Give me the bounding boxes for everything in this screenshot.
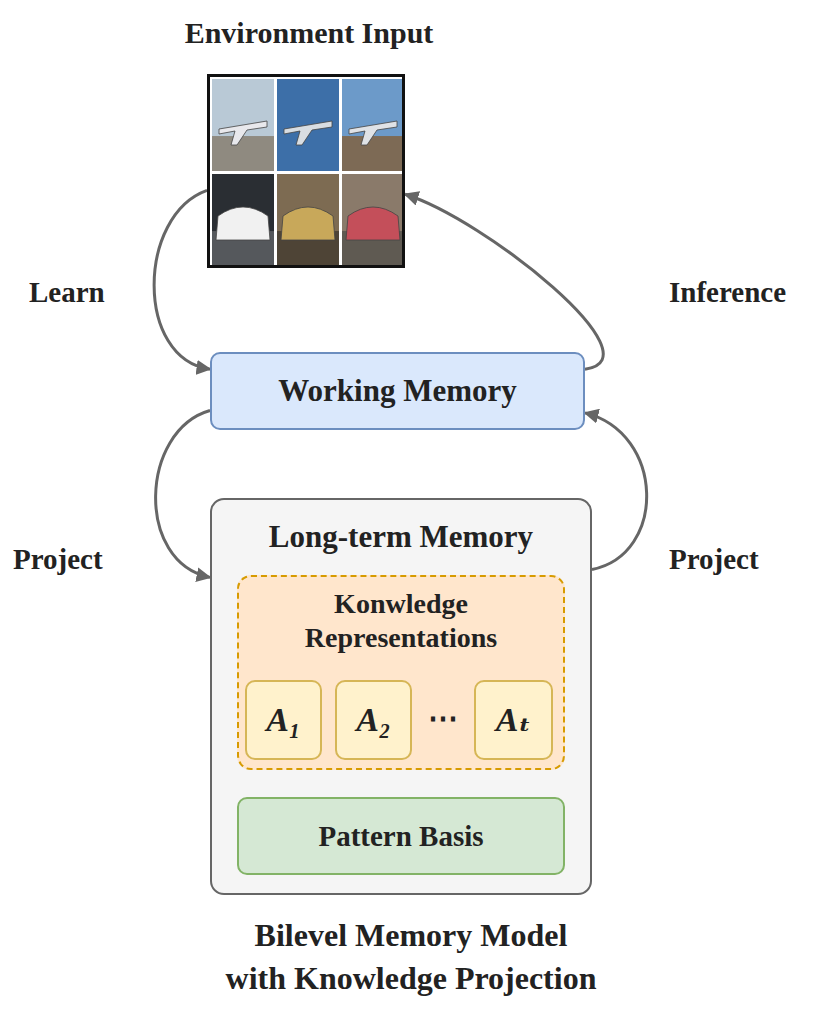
caption: Bilevel Memory Model with Knowledge Proj… xyxy=(156,914,666,1000)
working-memory-box: Working Memory xyxy=(210,352,585,430)
knowledge-box: Aₜ xyxy=(474,680,553,760)
knowledge-symbol: A₁ xyxy=(247,700,320,741)
box-label: Working Memory xyxy=(212,372,583,409)
ellipsis: ⋯ xyxy=(412,700,474,735)
knowledge-symbol: A₂ xyxy=(337,700,410,741)
knowledge-box: A₂ xyxy=(335,680,412,760)
knowledge-box: A₁ xyxy=(245,680,322,760)
edge-label: Learn xyxy=(26,276,108,309)
panel-heading: Environment Input xyxy=(90,15,528,51)
curved-arrow xyxy=(156,411,210,578)
curved-arrow xyxy=(405,194,603,369)
box-label: Pattern Basis xyxy=(239,819,563,854)
pattern-basis-box: Pattern Basis xyxy=(237,797,565,875)
edge-label: Inference xyxy=(666,276,789,309)
curved-arrow xyxy=(585,413,647,570)
edge-label: Project xyxy=(666,543,762,576)
knowledge-symbol: Aₜ xyxy=(476,700,551,741)
knowledge-group: Konwledge RepresentationsA₁ A₂ Aₜ⋯ xyxy=(237,575,565,770)
long-term-memory-box: Long-term MemoryKonwledge Representation… xyxy=(210,498,592,895)
image-panel: Environment Input xyxy=(207,74,405,268)
curved-arrow xyxy=(154,190,210,369)
image-thumbnails xyxy=(210,77,402,265)
edge-label: Project xyxy=(10,543,106,576)
box-heading: Long-term Memory xyxy=(212,518,590,555)
group-heading: Konwledge Representations xyxy=(281,587,521,654)
